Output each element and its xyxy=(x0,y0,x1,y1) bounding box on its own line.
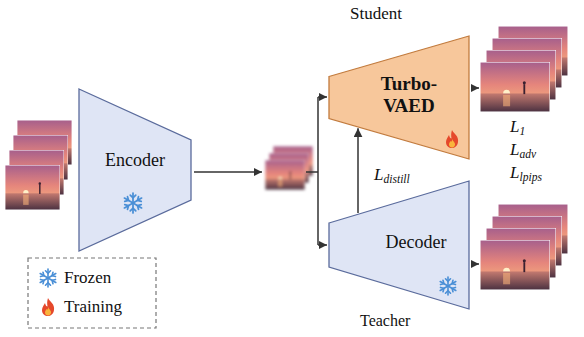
fire-icon xyxy=(42,298,54,316)
subscript: distill xyxy=(383,173,409,186)
student-decoder-block: StudentTurbo-VAED xyxy=(328,35,470,160)
loss-label: Ladv xyxy=(508,141,538,160)
loss-label: L1 xyxy=(508,118,527,137)
loss-label: Ldistill xyxy=(372,166,412,185)
flow-arrow xyxy=(318,96,327,98)
block-title: Turbo-VAED xyxy=(368,73,450,117)
loss-label: Llpips xyxy=(508,164,544,183)
distill-arrow xyxy=(357,128,359,213)
output-frame xyxy=(480,62,550,112)
trapezoid-outline xyxy=(329,36,469,159)
flow-line xyxy=(306,171,318,173)
symbol: L xyxy=(510,140,519,159)
role-heading: Teacher xyxy=(360,312,440,330)
snowflake-icon xyxy=(39,269,57,287)
block-title: Decoder xyxy=(374,232,458,253)
role-heading: Student xyxy=(350,4,430,24)
symbol: L xyxy=(510,163,519,182)
fire-icon xyxy=(446,130,458,148)
subscript: adv xyxy=(519,148,536,161)
flow-arrow xyxy=(471,263,479,265)
flow-arrow xyxy=(318,244,327,246)
trapezoid-outline xyxy=(79,89,191,251)
latent-frames xyxy=(265,146,313,190)
teacher-decoder-block: DecoderTeacher xyxy=(328,180,470,310)
block-title: Encoder xyxy=(92,150,178,171)
output-frame xyxy=(480,240,550,290)
latent-frame xyxy=(265,160,305,190)
legend-frame xyxy=(28,258,156,328)
snowflake-icon xyxy=(439,277,457,295)
symbol: L xyxy=(374,165,383,184)
snowflake-icon xyxy=(123,193,143,213)
legend-text: Frozen xyxy=(64,268,111,288)
flow-line xyxy=(317,97,319,245)
legend-text: Training xyxy=(64,297,122,317)
flow-arrow xyxy=(471,87,479,89)
flow-arrow xyxy=(194,171,262,173)
input-frame xyxy=(5,165,60,210)
subscript: 1 xyxy=(519,125,525,138)
subscript: lpips xyxy=(519,171,541,184)
symbol: L xyxy=(510,117,519,136)
encoder-block: Encoder xyxy=(78,88,192,252)
trapezoid-outline xyxy=(329,181,469,309)
